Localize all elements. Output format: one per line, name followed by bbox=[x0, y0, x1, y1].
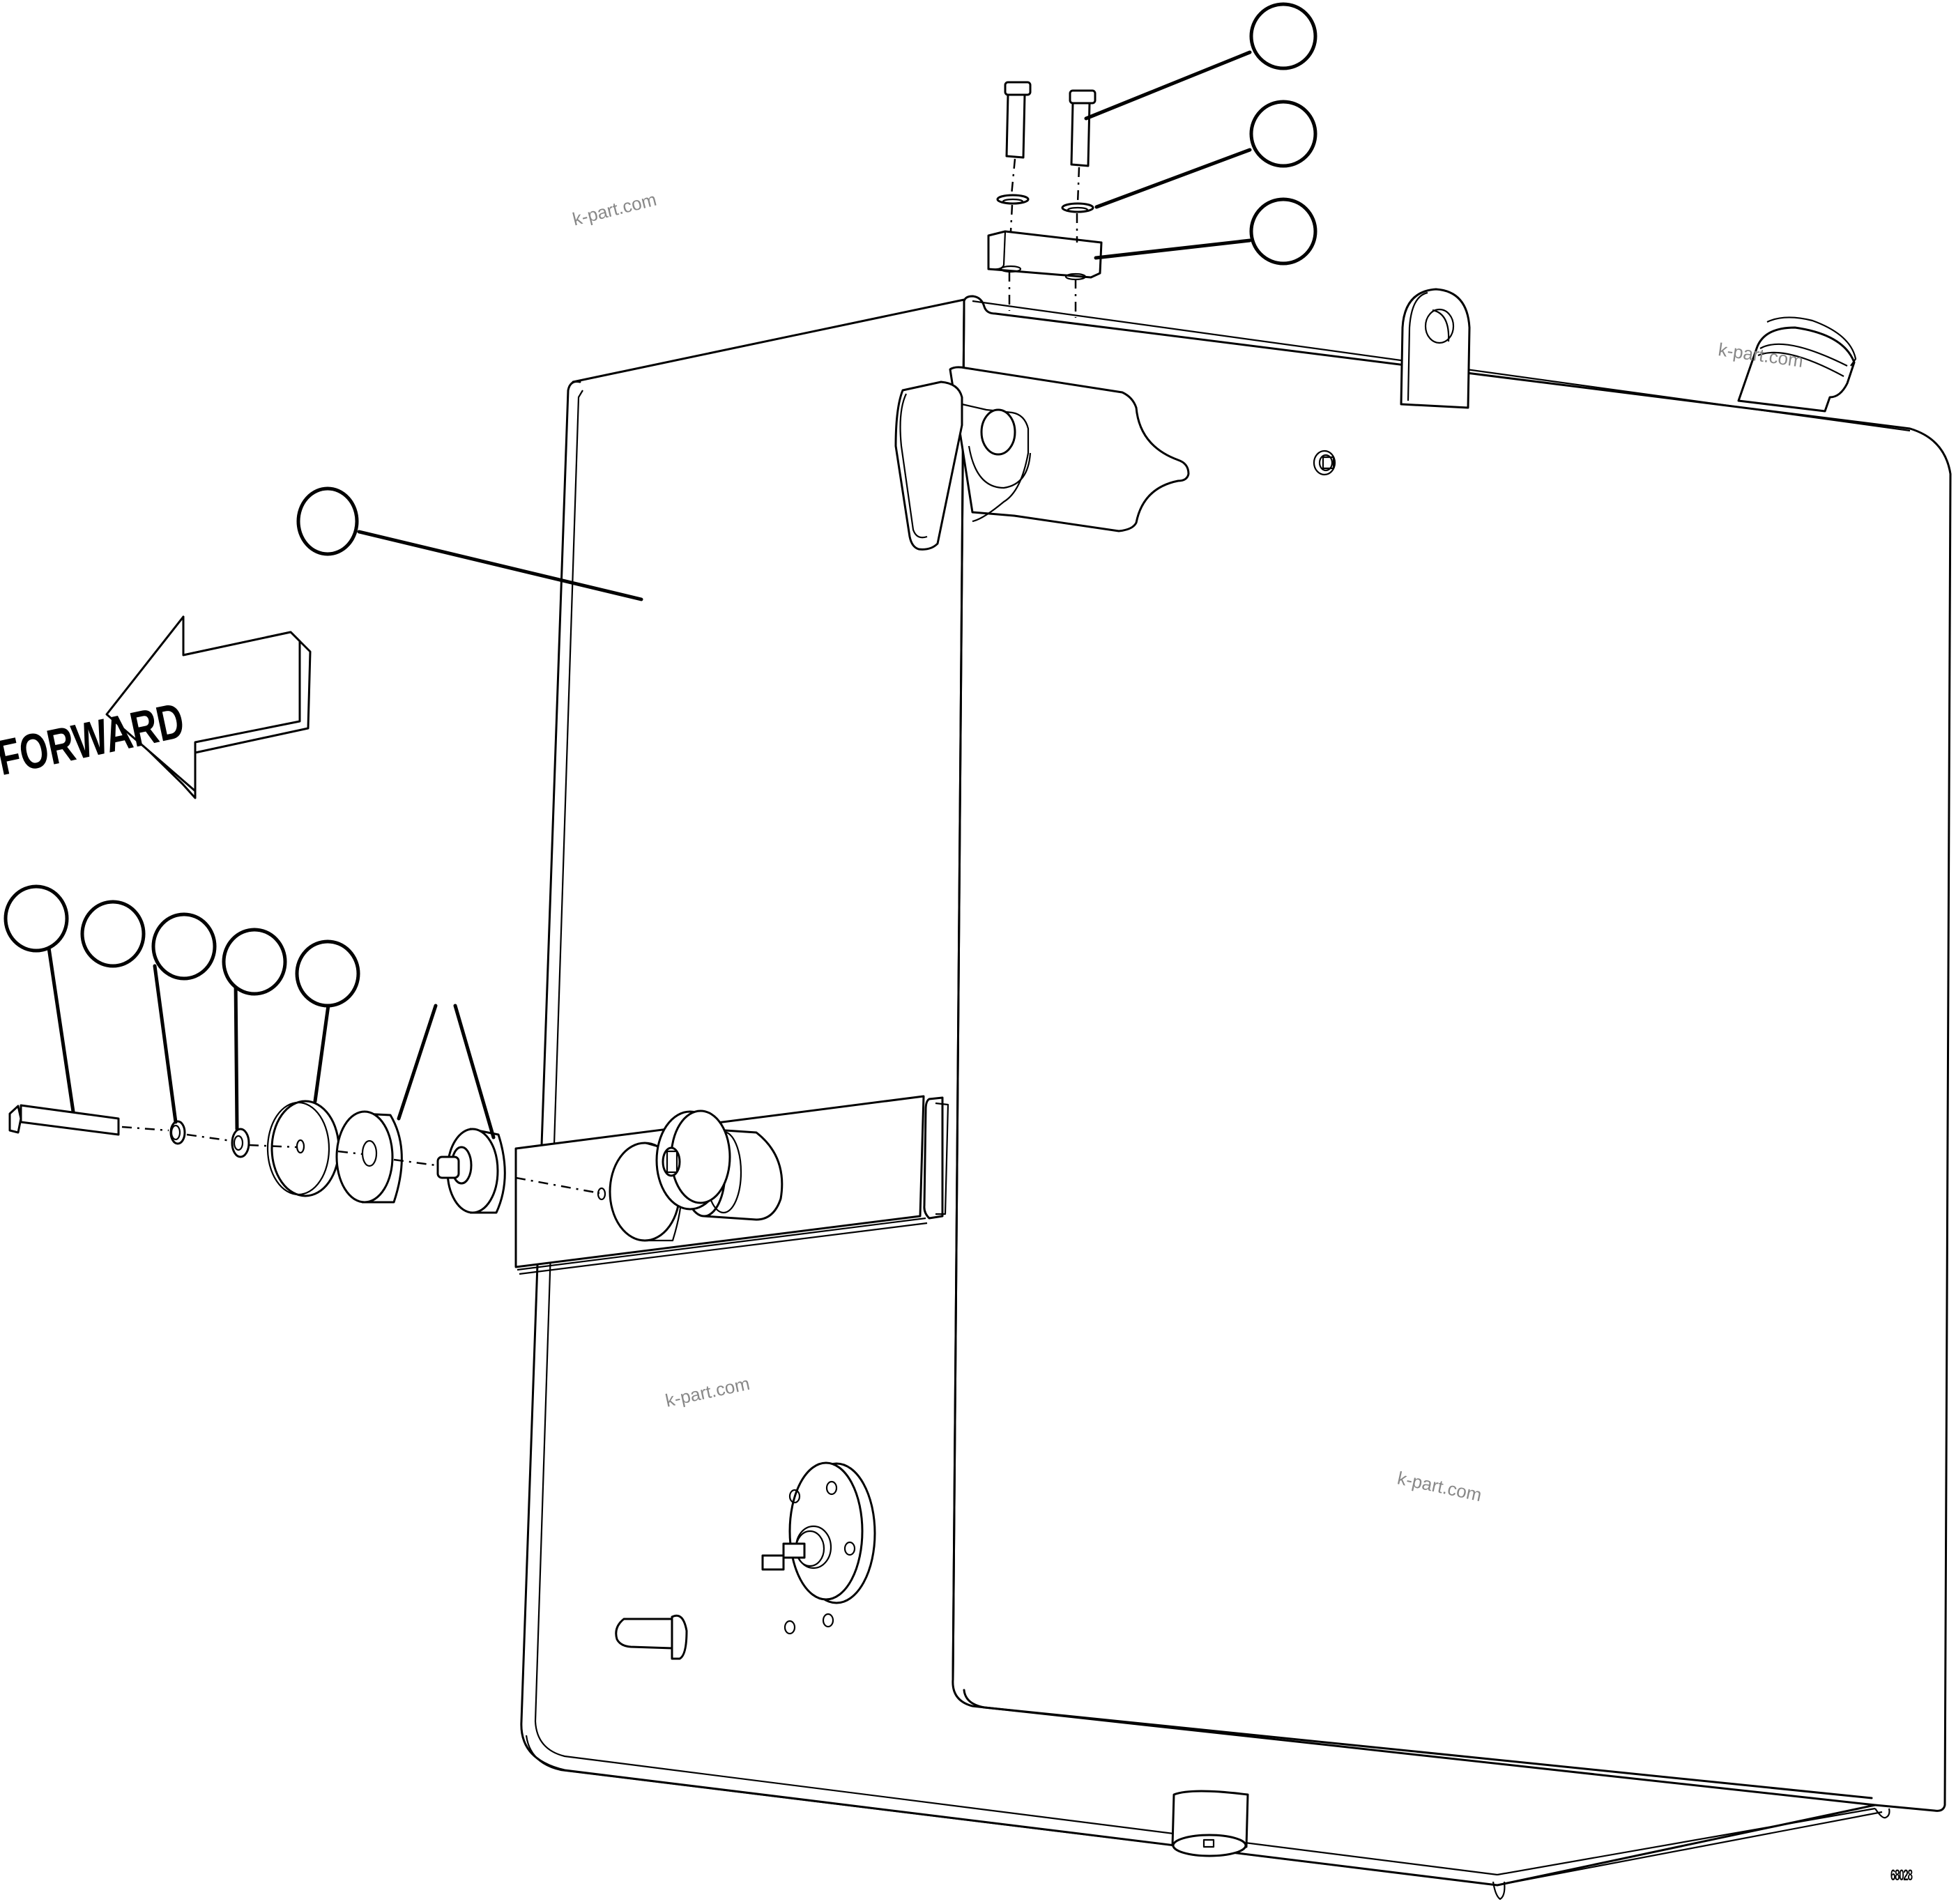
callout-washer-top bbox=[1249, 100, 1317, 168]
callout-large-washer bbox=[222, 928, 287, 996]
callout-washer bbox=[151, 912, 217, 981]
rear-isolator-stack bbox=[597, 1110, 784, 1242]
figure-number: 68028 bbox=[1890, 1866, 1913, 1884]
lifting-lug bbox=[1400, 288, 1471, 409]
callout-isolators bbox=[295, 939, 360, 1008]
callout-leaders bbox=[47, 50, 1252, 1139]
left-hardware-stack bbox=[8, 1100, 600, 1214]
callout-block-top bbox=[1249, 197, 1317, 266]
callout-bubbles bbox=[3, 2, 1317, 1008]
callout-lockwasher bbox=[80, 900, 146, 968]
filler-neck bbox=[1737, 316, 1857, 413]
callout-tank bbox=[296, 486, 359, 556]
tank-body bbox=[520, 295, 1952, 1901]
mount-bracket bbox=[894, 366, 1336, 551]
drain-fitting bbox=[615, 1614, 688, 1660]
forward-label: FORWARD bbox=[0, 693, 189, 786]
bottom-drain-plug bbox=[1171, 1790, 1249, 1857]
sender-flange bbox=[761, 1461, 876, 1635]
callout-capscrew-top bbox=[1249, 2, 1317, 70]
forward-arrow: FORWARD bbox=[0, 615, 312, 799]
callout-bolt bbox=[3, 884, 69, 953]
top-hardware bbox=[987, 81, 1103, 318]
